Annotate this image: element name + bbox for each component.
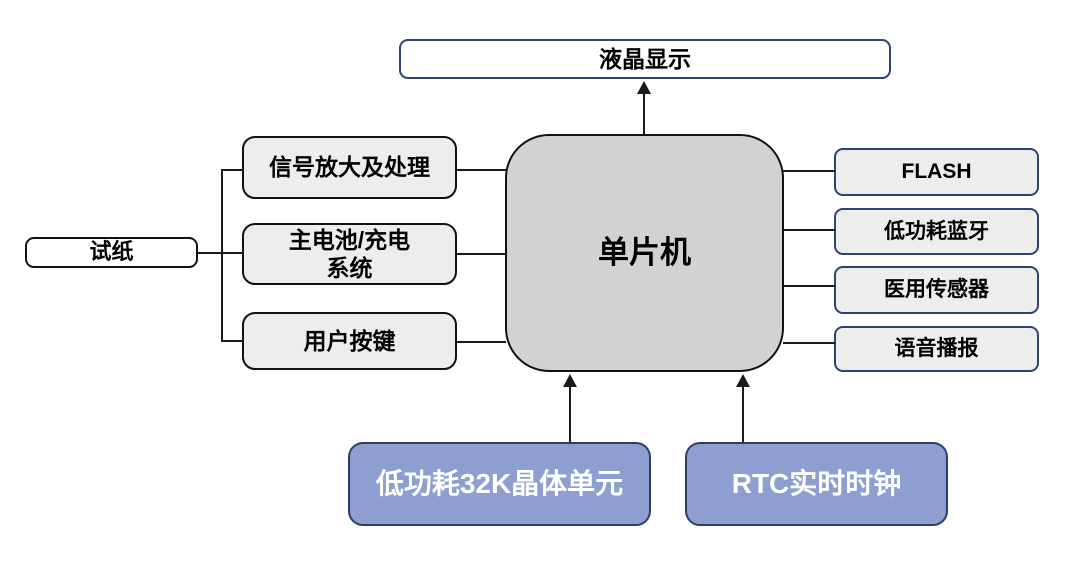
connector-crystal-to-mcu bbox=[569, 386, 571, 442]
connector-trunk-to-buttons bbox=[221, 340, 243, 342]
connector-mcu-to-flash bbox=[783, 170, 835, 172]
arrow-up-icon bbox=[736, 374, 750, 387]
connector-signal-to-mcu bbox=[456, 169, 506, 171]
arrow-up-icon bbox=[637, 81, 651, 94]
connector-mcu-to-sensor bbox=[783, 285, 835, 287]
connector-rtc-to-mcu bbox=[742, 386, 744, 442]
connector-mcu-to-lcd bbox=[643, 93, 645, 135]
node-test-strip: 试纸 bbox=[25, 237, 198, 268]
node-mcu: 单片机 bbox=[505, 134, 784, 372]
node-voice-broadcast: 语音播报 bbox=[834, 326, 1039, 372]
connector-trunk-to-signal bbox=[221, 169, 243, 171]
node-battery-charging: 主电池/充电 系统 bbox=[242, 223, 457, 285]
connector-strip-to-battery bbox=[198, 252, 243, 254]
connector-mcu-to-voice bbox=[783, 342, 835, 344]
node-medical-sensor: 医用传感器 bbox=[834, 266, 1039, 314]
connector-strip-trunk bbox=[221, 169, 223, 341]
connector-buttons-to-mcu bbox=[456, 341, 506, 343]
node-signal-amplification: 信号放大及处理 bbox=[242, 136, 457, 199]
node-user-buttons: 用户按键 bbox=[242, 312, 457, 370]
connector-mcu-to-ble bbox=[783, 229, 835, 231]
node-flash: FLASH bbox=[834, 148, 1039, 196]
connector-battery-to-mcu bbox=[456, 253, 506, 255]
node-32k-crystal: 低功耗32K晶体单元 bbox=[348, 442, 651, 526]
arrow-up-icon bbox=[563, 374, 577, 387]
node-rtc-clock: RTC实时时钟 bbox=[685, 442, 948, 526]
node-ble: 低功耗蓝牙 bbox=[834, 208, 1039, 255]
node-lcd-display: 液晶显示 bbox=[399, 39, 891, 79]
